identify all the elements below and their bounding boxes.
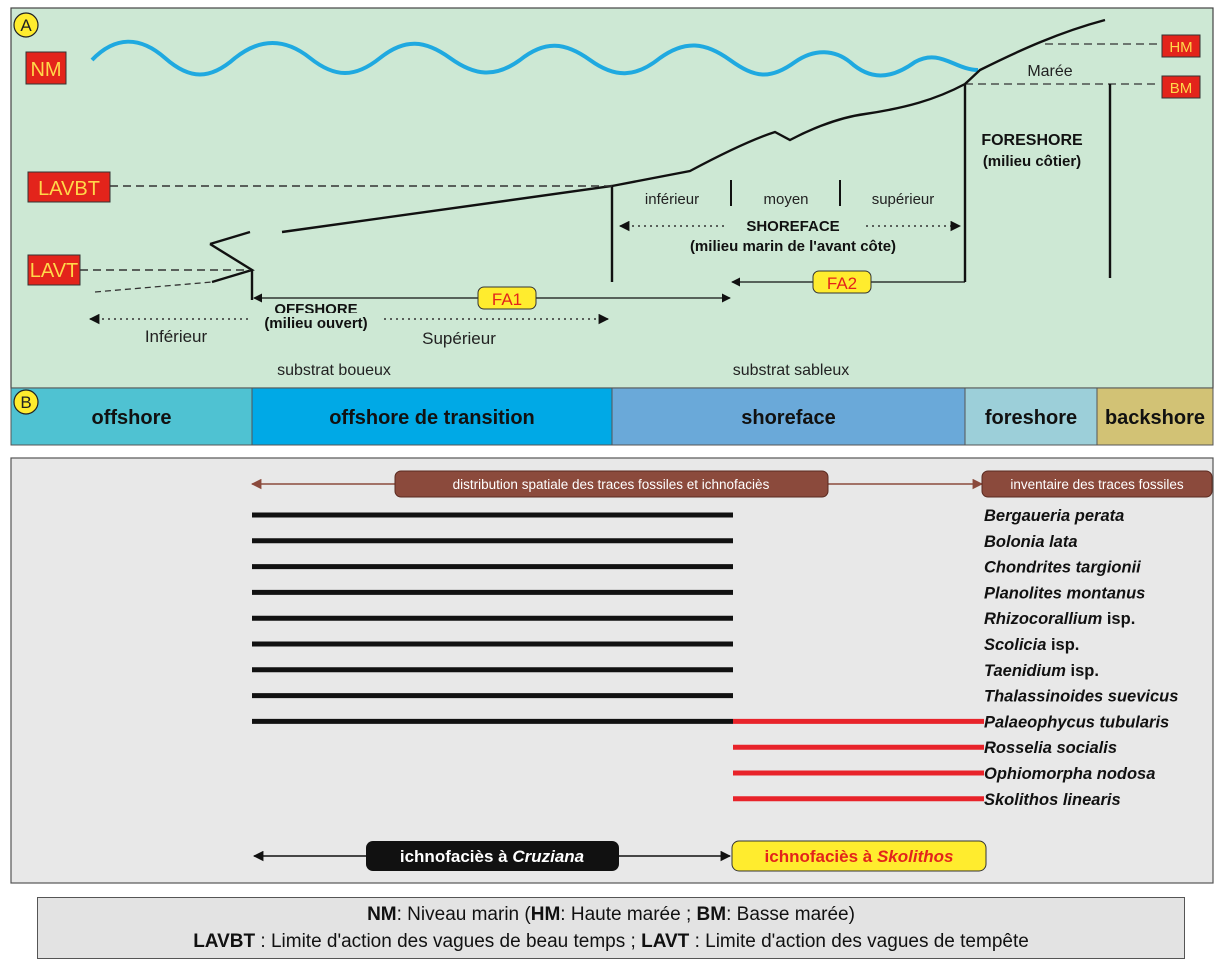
zone-bar: offshore offshore de transition shoreface f… [10, 387, 1214, 446]
trace-name: Skolithos linearis [984, 791, 1121, 809]
lavbt-label-box [27, 171, 111, 203]
fa2-label: FA2 [827, 274, 857, 293]
zone-3-box [964, 387, 1098, 446]
substrat-sableux: substrat sableux [733, 362, 850, 379]
trace-name: Scolicia isp. [984, 636, 1079, 654]
hm-label-box [1161, 34, 1201, 58]
distribution-label: distribution spatiale des traces fossile… [453, 477, 770, 492]
fa1-box [477, 286, 537, 310]
lavt-label: LAVT [30, 260, 79, 282]
sea-level-line [90, 39, 979, 78]
zone-1-box [251, 387, 613, 446]
trace-name: Taenidium isp. [984, 662, 1099, 680]
trace-name: Bolonia lata [984, 533, 1078, 551]
skolithos-label: ichnofaciès à Skolithos [765, 847, 954, 866]
fa1-label: FA1 [492, 290, 522, 309]
cruziana-label: ichnofaciès à Cruziana [400, 847, 584, 866]
maree-label: Marée [1027, 63, 1072, 80]
zone-4-box [1096, 387, 1214, 446]
nm-label-box [25, 51, 67, 85]
trace-name: Rhizocorallium isp. [984, 610, 1135, 628]
offshore-inferieur: Inférieur [145, 327, 208, 346]
shoreface-title: SHOREFACE [746, 218, 839, 235]
trace-name: Rosselia socialis [984, 739, 1117, 757]
zone-0-label: offshore [92, 407, 172, 429]
nm-label: NM [30, 59, 61, 81]
zone-2-label: shoreface [741, 407, 836, 429]
zone-2-box [611, 387, 966, 446]
zone-0-box [10, 387, 253, 446]
legend-box: NM: Niveau marin (HM: Haute marée ; BM: … [37, 897, 1185, 959]
trace-name: Palaeophycus tubularis [984, 713, 1169, 731]
substrat-boueux: substrat boueux [277, 362, 391, 379]
trace-name: Chondrites targionii [984, 559, 1141, 577]
offshore-superieur: Supérieur [422, 329, 496, 348]
zone-4-label: backshore [1105, 407, 1205, 429]
legend-line-2: LAVBT : Limite d'action des vagues de be… [193, 931, 1029, 952]
trace-name: Ophiomorpha nodosa [984, 765, 1155, 783]
hm-label: HM [1169, 39, 1192, 56]
skolithos-box [731, 840, 987, 872]
offshore-sub-mask [252, 313, 382, 329]
inventory-label: inventaire des traces fossiles [1010, 477, 1184, 492]
bm-label: BM [1170, 80, 1193, 97]
bm-label-box [1161, 75, 1201, 99]
foreshore-subtitle: (milieu côtier) [983, 153, 1081, 170]
inventory-label-box [981, 470, 1213, 498]
offshore-subtitle: (milieu ouvert) [264, 315, 367, 332]
trace-name: Thalassinoides suevicus [984, 688, 1178, 706]
sea-floor-profile [209, 18, 1106, 246]
panel-a-marker-text: A [20, 16, 32, 35]
trace-name: Planolites montanus [984, 584, 1145, 602]
trace-name: Bergaueria perata [984, 507, 1124, 525]
zone-3-label: foreshore [985, 407, 1077, 429]
fa2-box [812, 270, 872, 294]
foreshore-title: FORESHORE [981, 132, 1083, 149]
panel-b-marker [13, 389, 39, 415]
panel-a-marker [13, 12, 39, 38]
lavbt-label: LAVBT [38, 178, 100, 200]
shoreface-moyen: moyen [763, 191, 808, 208]
shoreface-superieur: supérieur [872, 191, 935, 208]
shoreface-subtitle: (milieu marin de l'avant côte) [690, 238, 896, 255]
cruziana-box [366, 841, 619, 871]
shoreface-title-mask [728, 214, 862, 236]
distribution-label-box [394, 470, 829, 498]
legend-line-1: NM: Niveau marin (HM: Haute marée ; BM: … [367, 904, 855, 925]
panel-b-marker-text: B [20, 393, 31, 412]
shoreface-inferieur: inférieur [645, 191, 699, 208]
ichnofacies-figure: A NM HM BM Marée LAVBT LAVT FORESHORE (m… [10, 7, 1214, 884]
zone-1-label: offshore de transition [329, 407, 535, 429]
